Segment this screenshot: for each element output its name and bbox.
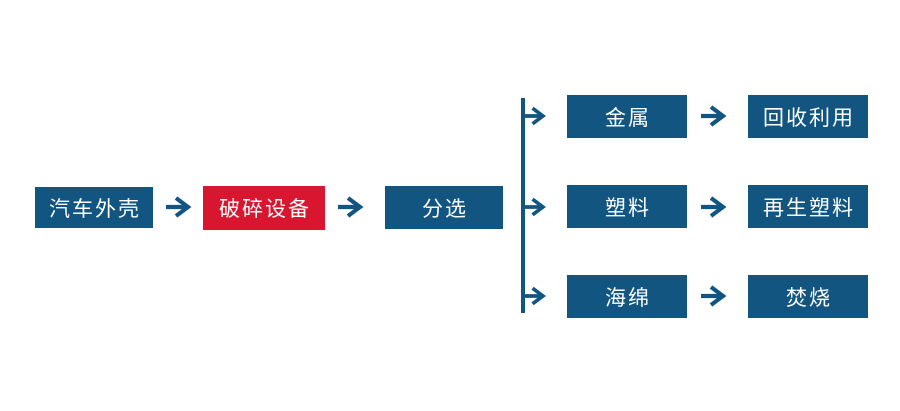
node-metal: 金属 <box>567 95 687 138</box>
node-incineration-label: 焚烧 <box>786 286 832 310</box>
node-car-shell: 汽车外壳 <box>35 187 153 228</box>
node-plastic-label: 塑料 <box>605 196 651 220</box>
branch-arrow-icon <box>523 286 546 306</box>
branch-arrow-icon <box>523 197 546 217</box>
node-recycle-label: 回收利用 <box>763 106 855 130</box>
right-arrow-icon <box>701 196 727 218</box>
node-recycled-plastic-label: 再生塑料 <box>763 196 855 220</box>
node-recycle: 回收利用 <box>748 95 868 138</box>
node-sorting: 分选 <box>385 186 503 229</box>
right-arrow-icon <box>701 105 727 127</box>
node-sponge: 海绵 <box>567 275 687 318</box>
node-recycled-plastic: 再生塑料 <box>748 185 868 228</box>
right-arrow-icon <box>338 196 364 218</box>
right-arrow-icon <box>701 285 727 307</box>
node-incineration: 焚烧 <box>748 275 868 318</box>
node-crusher-label: 破碎设备 <box>219 198 311 221</box>
node-plastic: 塑料 <box>567 185 687 228</box>
node-sorting-label: 分选 <box>422 197 468 221</box>
node-car-shell-label: 汽车外壳 <box>49 197 141 221</box>
node-metal-label: 金属 <box>605 106 651 130</box>
node-crusher: 破碎设备 <box>203 186 325 230</box>
branch-arrow-icon <box>523 106 546 126</box>
node-sponge-label: 海绵 <box>605 286 651 310</box>
right-arrow-icon <box>166 196 192 218</box>
branch-connector-line <box>521 98 525 313</box>
